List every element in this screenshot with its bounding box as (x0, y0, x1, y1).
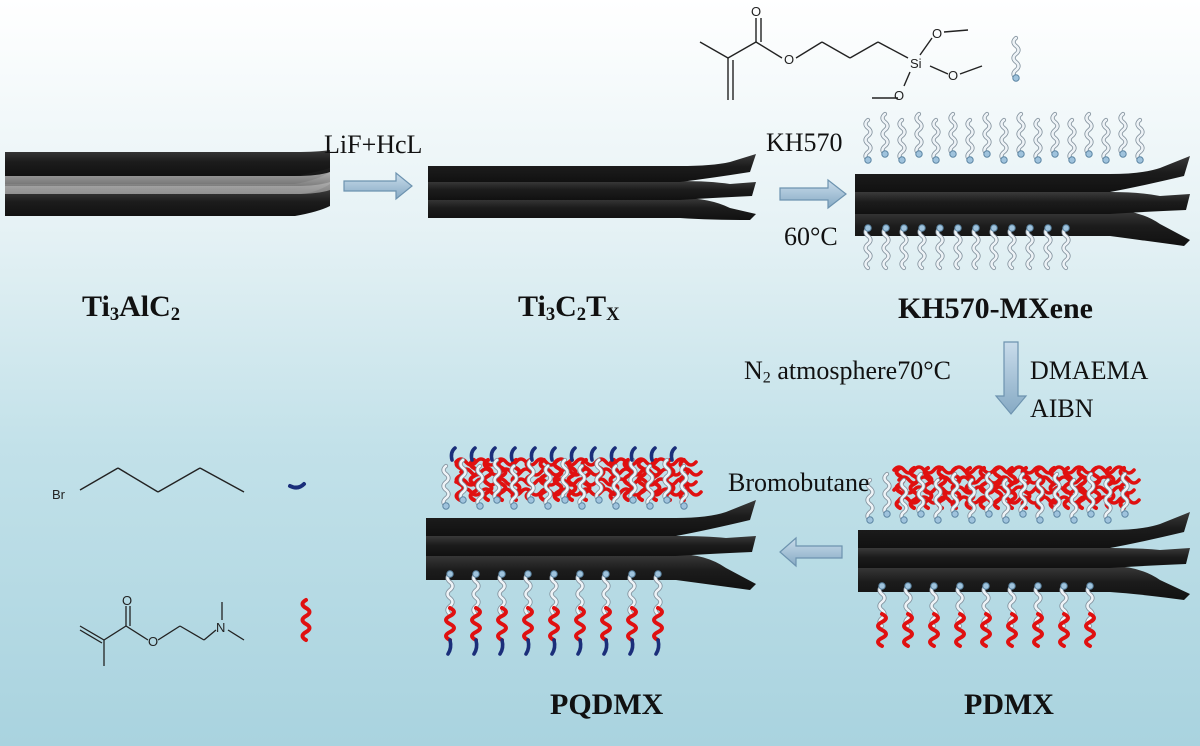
silane-chain (1069, 120, 1075, 163)
silane-chain (1120, 114, 1126, 157)
atom-si: Si (910, 56, 922, 71)
dmaema-structure (79, 602, 245, 666)
reagent-n2-rest: atmosphere70°C (770, 356, 951, 385)
label-ti3c2tx-c: C (555, 290, 577, 323)
legend-silane-chain (1013, 38, 1019, 81)
blue-end-group (446, 638, 453, 656)
blue-end-group (449, 446, 457, 462)
label-ti3c2tx-sub3: X (606, 304, 620, 326)
blue-end-group (469, 446, 477, 462)
label-ti3c2tx-sub2: 2 (576, 304, 587, 326)
arrow-step-1 (343, 171, 413, 201)
atom-o5: O (894, 88, 904, 103)
blue-end-group (569, 446, 577, 462)
label-ti3alc2-sub1: 3 (109, 304, 120, 326)
silane-chain (967, 120, 973, 163)
blue-end-group (628, 638, 635, 656)
label-pdmx: PDMX (964, 688, 1054, 721)
silane-chain (1103, 120, 1109, 163)
arrow-step-3 (994, 341, 1028, 415)
label-ti3alc2-sub2: 2 (170, 304, 181, 326)
label-ti3alc2-ti: Ti (82, 290, 110, 323)
silane-chain (1001, 120, 1007, 163)
reagent-kh570: KH570 (766, 128, 843, 157)
label-kh570-mxene: KH570-MXene (898, 292, 1093, 325)
silane-chain (1035, 120, 1041, 163)
ti3c2tx-stack (428, 154, 756, 220)
ti3alc2-stack (5, 150, 330, 216)
silane-chain (882, 114, 888, 157)
atom-o3: O (932, 26, 942, 41)
blue-end-group (550, 638, 557, 656)
blue-end-group (602, 638, 609, 656)
reagent-lif-hcl: LiF+HcL (324, 130, 423, 159)
atom-o1: O (751, 4, 761, 19)
silane-chain (511, 466, 517, 509)
kh570-structure (699, 18, 983, 100)
blue-end-group (529, 446, 537, 462)
silane-chain (443, 466, 449, 509)
arrow-step-2 (779, 178, 847, 210)
blue-end-group (549, 446, 557, 462)
blue-end-group (524, 638, 531, 656)
legend-red-chain (300, 598, 312, 642)
blue-end-group (609, 446, 617, 462)
blue-end-group (589, 446, 597, 462)
bromobutane-structure (79, 467, 245, 493)
atom-o6: O (122, 593, 132, 608)
atom-o7: O (148, 634, 158, 649)
kh570-mxene-stack (855, 114, 1190, 268)
red-polymer-net (892, 465, 1136, 475)
silane-chain (984, 114, 990, 157)
silane-chain (899, 120, 905, 163)
silane-chain (884, 474, 890, 517)
reagent-n2-atmosphere: N2 atmosphere70°C (744, 358, 951, 387)
silane-chain (933, 120, 939, 163)
silane-chain (1052, 114, 1058, 157)
silane-chain (1137, 120, 1143, 163)
label-ti3alc2: Ti3AlC2 (82, 292, 180, 325)
red-polymer-net (454, 477, 698, 487)
atom-o2: O (784, 52, 794, 67)
atom-n: N (216, 620, 225, 635)
atom-o4: O (948, 68, 958, 83)
reagent-dmaema: DMAEMA (1030, 356, 1149, 385)
pdmx-assembly (858, 465, 1190, 648)
blue-end-group (472, 638, 479, 656)
blue-end-group (576, 638, 583, 656)
silane-chain (865, 120, 871, 163)
silane-chain (528, 460, 534, 503)
arrow-step-4 (779, 536, 843, 568)
silane-chain (1018, 114, 1024, 157)
label-pqdmx: PQDMX (550, 688, 664, 721)
silane-chain (1086, 114, 1092, 157)
pqdmx-assembly (426, 446, 756, 656)
silane-chain (901, 480, 907, 523)
silane-chain (1088, 474, 1094, 517)
label-ti3c2tx-ti: Ti (518, 290, 546, 323)
silane-chain (950, 114, 956, 157)
reagent-aibn: AIBN (1030, 394, 1094, 423)
reagent-n2-sub: 2 (762, 369, 771, 387)
blue-end-group (654, 638, 661, 656)
blue-end-group (509, 446, 517, 462)
reagent-n2-n: N (744, 356, 763, 385)
blue-end-group (669, 446, 677, 462)
reagent-temp-60: 60°C (784, 222, 838, 251)
label-ti3c2tx: Ti3C2TX (518, 292, 620, 325)
blue-end-group (649, 446, 657, 462)
label-ti3c2tx-t: T (586, 290, 607, 323)
label-ti3alc2-alc: AlC (119, 290, 171, 323)
legend-blue-chain (288, 482, 306, 490)
blue-end-group (489, 446, 497, 462)
silane-chain (916, 114, 922, 157)
atom-br: Br (52, 487, 66, 502)
blue-end-group (498, 638, 505, 656)
blue-end-group (629, 446, 637, 462)
reagent-bromobutane: Bromobutane (728, 468, 870, 497)
label-ti3c2tx-sub1: 3 (545, 304, 556, 326)
